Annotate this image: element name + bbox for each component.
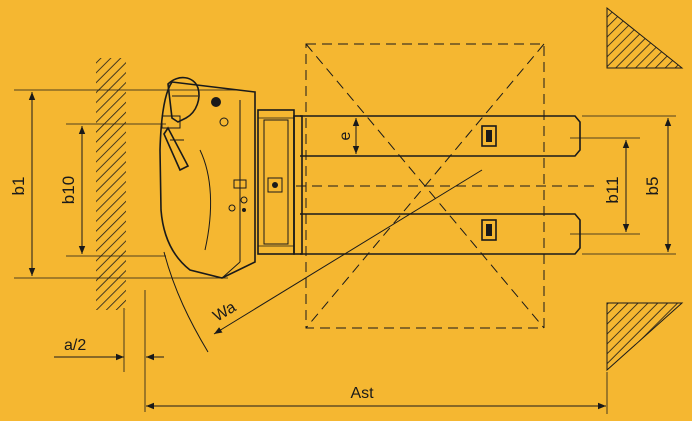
ast-label: Ast (350, 385, 374, 402)
wa-radius-line (213, 169, 483, 335)
b5-label: b5 (643, 177, 662, 196)
bottom-right-obstacle-outline (606, 302, 684, 372)
b1-dimension (14, 89, 240, 279)
fork-carriage (257, 109, 303, 255)
b5-dimension (582, 115, 676, 255)
b11-label: b11 (603, 176, 622, 203)
b10-dimension (66, 123, 166, 257)
a2-dimension (54, 290, 164, 412)
b11-dimension (570, 137, 640, 235)
wa-turning-arc (163, 251, 209, 353)
top-right-obstacle-outline (606, 6, 684, 69)
fork-lower (300, 213, 581, 255)
b10-label: b10 (59, 176, 78, 204)
a2-label: a/2 (64, 337, 86, 354)
truck-body (159, 81, 256, 279)
fork-upper (300, 115, 581, 157)
left-wall-hatch (96, 58, 126, 310)
b1-label: b1 (9, 177, 28, 196)
ast-dimension (146, 372, 608, 414)
e-label: e (337, 131, 354, 140)
